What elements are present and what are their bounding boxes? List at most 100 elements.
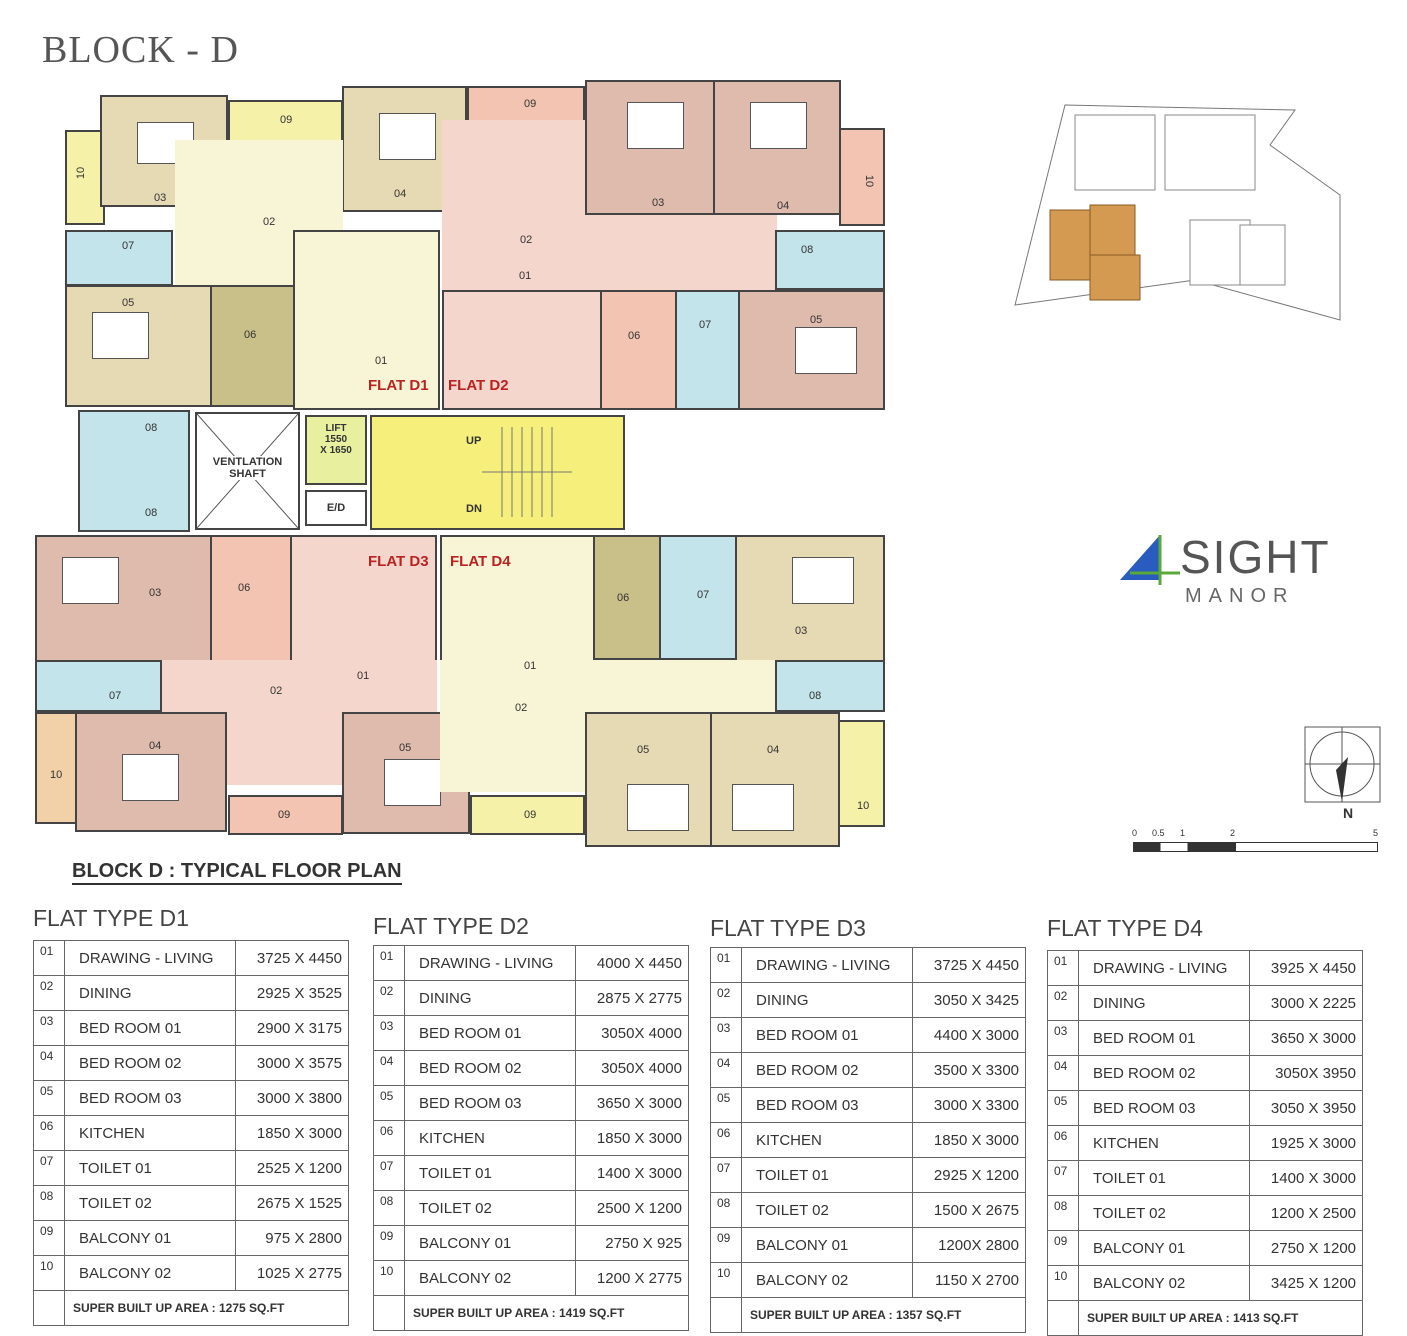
- logo-subtext: MANOR: [1185, 585, 1295, 607]
- room-name: BED ROOM 02: [64, 1045, 236, 1081]
- bed-icon: [384, 759, 441, 806]
- room-dimensions: 2500 X 1200: [575, 1190, 689, 1226]
- room-number: 06: [710, 1122, 742, 1158]
- room-code: 08: [145, 507, 158, 519]
- room-name: BED ROOM 01: [1078, 1020, 1250, 1056]
- room-dimensions: 2675 X 1525: [235, 1185, 349, 1221]
- room-code: 09: [278, 809, 291, 821]
- room-name: BALCONY 01: [404, 1225, 576, 1261]
- room-dimensions: 1400 X 3000: [575, 1155, 689, 1191]
- room-code: 09: [524, 98, 537, 110]
- room-code: 05: [637, 744, 650, 756]
- flat-type-heading: FLAT TYPE D2: [373, 913, 529, 939]
- bed-icon: [792, 557, 854, 604]
- plan-title: BLOCK D : TYPICAL FLOOR PLAN: [72, 860, 402, 885]
- logo-text: SIGHT: [1180, 531, 1331, 583]
- logo-mark-icon: [1120, 535, 1180, 585]
- stairs-icon: [482, 427, 572, 517]
- room-number: 05: [710, 1087, 742, 1123]
- room-number: 10: [33, 1255, 65, 1291]
- room-dimensions: 2925 X 3525: [235, 975, 349, 1011]
- room-name: BED ROOM 03: [1078, 1090, 1250, 1126]
- bed-icon: [750, 102, 807, 149]
- room-d2-bedroom-03: 05: [738, 290, 885, 410]
- room-code: 02: [270, 685, 283, 697]
- room-d3-balcony-02: 10: [35, 712, 77, 824]
- room-dimensions: 3000 X 3300: [912, 1087, 1026, 1123]
- room-number: 09: [710, 1227, 742, 1263]
- room-number: 08: [33, 1185, 65, 1221]
- room-d2-toilet-02: 08: [775, 230, 885, 290]
- room-name: DRAWING - LIVING: [1078, 950, 1250, 986]
- room-d2-living: 01: [442, 270, 602, 410]
- room-dimensions: 3050 X 3425: [912, 982, 1026, 1018]
- room-dimensions: 3725 X 4450: [235, 940, 349, 976]
- room-d4-bedroom-02: 04: [710, 712, 840, 847]
- room-number: 05: [33, 1080, 65, 1116]
- room-number: 03: [373, 1015, 405, 1051]
- room-dimensions: 3050X 4000: [575, 1015, 689, 1051]
- key-plan: [1014, 104, 1341, 321]
- room-dimensions: 1025 X 2775: [235, 1255, 349, 1291]
- bed-icon: [627, 784, 689, 831]
- room-code: 06: [617, 592, 630, 604]
- room-name: DINING: [1078, 985, 1250, 1021]
- room-d2-bedroom-02: 04: [713, 80, 841, 215]
- compass-icon: [1304, 726, 1381, 803]
- room-code: 04: [394, 188, 407, 200]
- room-code: 06: [628, 330, 641, 342]
- room-name: TOILET 02: [1078, 1195, 1250, 1231]
- room-name: BED ROOM 02: [1078, 1055, 1250, 1091]
- room-code: 04: [767, 744, 780, 756]
- room-code: 02: [520, 234, 533, 246]
- room-name: TOILET 02: [404, 1190, 576, 1226]
- bed-icon: [92, 312, 149, 359]
- bed-icon: [795, 327, 857, 374]
- room-number: 04: [710, 1052, 742, 1088]
- room-d1-kitchen: 06: [210, 285, 295, 407]
- room-number: 06: [33, 1115, 65, 1151]
- room-d4-bedroom-01: 03: [735, 535, 885, 662]
- room-number: 10: [373, 1260, 405, 1296]
- room-name: BALCONY 01: [741, 1227, 913, 1263]
- area-row: SUPER BUILT UP AREA : 1419 SQ.FT: [373, 1295, 689, 1331]
- super-built-up-area: SUPER BUILT UP AREA : 1419 SQ.FT: [404, 1295, 689, 1331]
- staircase: UP DN: [370, 415, 625, 530]
- room-dimensions: 3000 X 2225: [1249, 985, 1363, 1021]
- room-name: DINING: [64, 975, 236, 1011]
- room-name: BALCONY 02: [741, 1262, 913, 1298]
- room-name: BED ROOM 03: [404, 1085, 576, 1121]
- room-d1-balcony-01: 09: [228, 100, 343, 142]
- room-code: 10: [857, 800, 870, 812]
- scale-label: 1: [1180, 828, 1186, 838]
- flat-type-heading: FLAT TYPE D3: [710, 915, 866, 941]
- room-number: 09: [1047, 1230, 1079, 1266]
- lift-width: 1550: [324, 434, 348, 445]
- room-dimensions: 3050X 3950: [1249, 1055, 1363, 1091]
- room-number: 03: [1047, 1020, 1079, 1056]
- area-row: SUPER BUILT UP AREA : 1357 SQ.FT: [710, 1297, 1026, 1333]
- room-number: 09: [373, 1225, 405, 1261]
- room-d2-bedroom-01: 03: [585, 80, 715, 215]
- room-code: 03: [795, 625, 808, 637]
- room-d1-living: 01: [293, 230, 440, 410]
- room-code: 06: [244, 329, 257, 341]
- bed-icon: [627, 102, 684, 149]
- room-code: 08: [801, 244, 814, 256]
- room-dimensions: 1200X 2800: [912, 1227, 1026, 1263]
- room-dimensions: 1200 X 2500: [1249, 1195, 1363, 1231]
- room-code: 09: [280, 114, 293, 126]
- bed-icon: [379, 113, 436, 160]
